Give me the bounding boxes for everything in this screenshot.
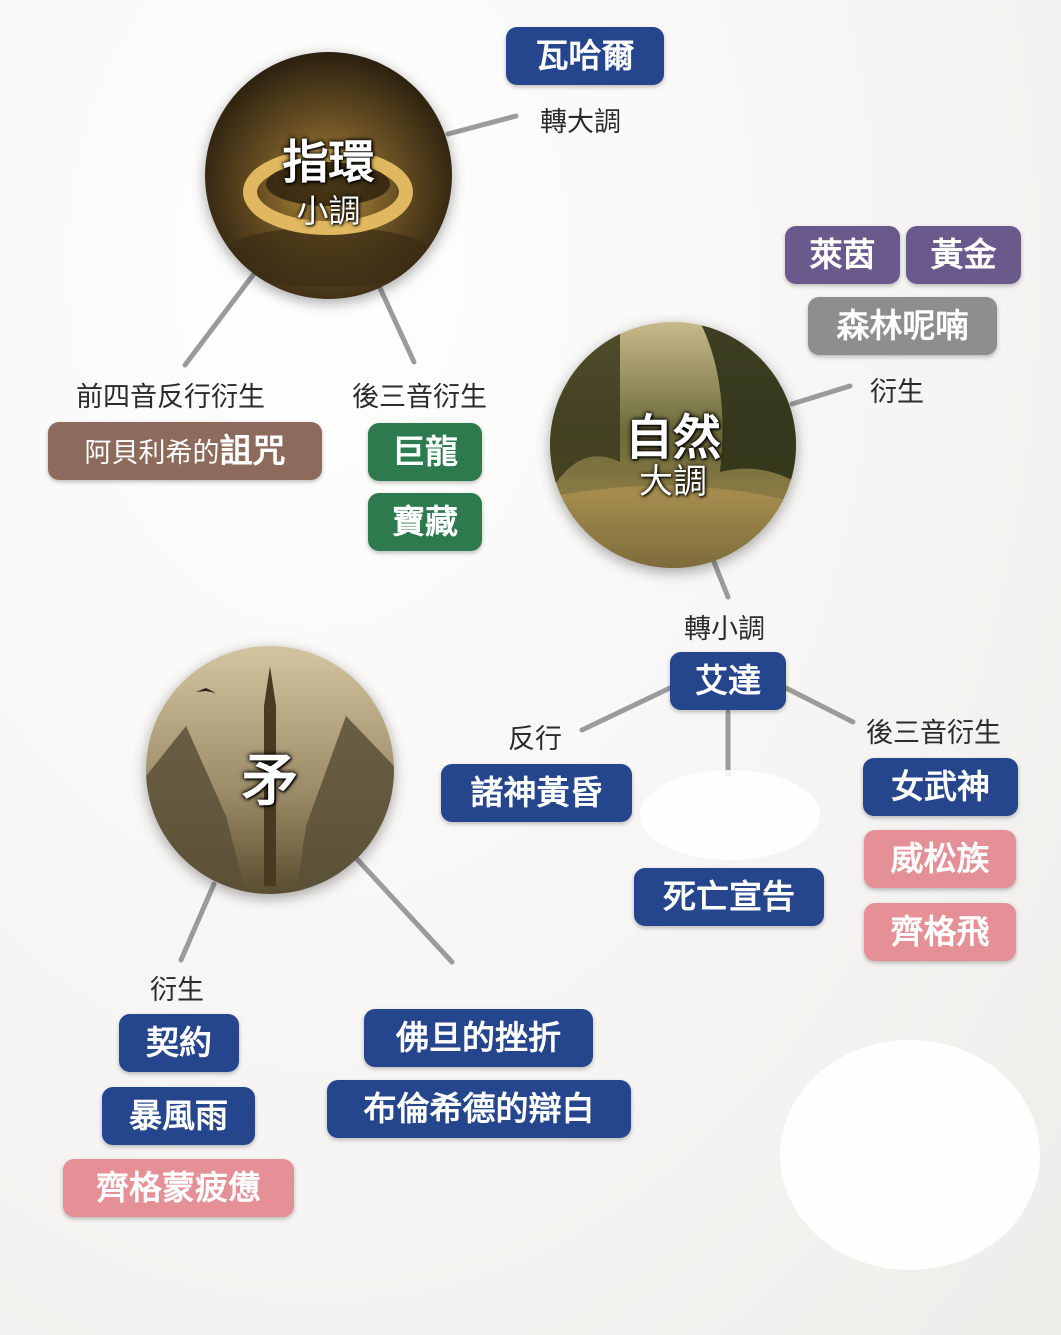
motif-brunnhilde-plea[interactable]: 布倫希德的辯白	[327, 1080, 631, 1138]
motif-walsung[interactable]: 威松族	[864, 830, 1016, 888]
background-smudge	[780, 1040, 1040, 1270]
motif-siegfried[interactable]: 齊格飛	[864, 903, 1016, 961]
label-erda-inversion: 反行	[508, 724, 562, 755]
motif-valkyrie[interactable]: 女武神	[863, 758, 1018, 816]
label-erda-last3: 後三音衍生	[866, 718, 1001, 749]
line-ring-major	[445, 113, 519, 137]
motif-gold[interactable]: 黃金	[906, 226, 1021, 284]
label-nature-minor: 轉小調	[684, 614, 765, 645]
label-spear-derived: 衍生	[150, 975, 204, 1006]
label-ring-last3: 後三音衍生	[352, 382, 487, 413]
label-ring-major: 轉大調	[540, 107, 621, 138]
nature-node[interactable]: 自然 大調	[550, 322, 796, 568]
motif-contract[interactable]: 契約	[119, 1014, 239, 1072]
nature-image	[550, 322, 796, 568]
motif-rhine[interactable]: 萊茵	[785, 226, 900, 284]
line-nature-derived	[789, 383, 853, 407]
nature-mode: 大調	[639, 462, 707, 502]
spear-node[interactable]: 矛	[146, 646, 394, 894]
motif-dragon[interactable]: 巨龍	[368, 423, 482, 481]
motif-treasure[interactable]: 寶藏	[368, 493, 482, 551]
background-smudge	[640, 770, 820, 860]
motif-siegmund-weary[interactable]: 齊格蒙疲憊	[63, 1159, 294, 1217]
spear-title: 矛	[242, 748, 298, 814]
curse-main: 詛咒	[219, 431, 286, 470]
label-nature-derived: 衍生	[870, 377, 924, 408]
motif-valhalla[interactable]: 瓦哈爾	[506, 27, 664, 85]
motif-twilight[interactable]: 諸神黃昏	[441, 764, 632, 822]
ring-node[interactable]: 指環 小調	[205, 52, 452, 299]
ring-title: 指環	[282, 135, 375, 189]
ring-mode: 小調	[296, 192, 361, 230]
motif-forest-murmurs[interactable]: 森林呢喃	[808, 297, 997, 355]
motif-storm[interactable]: 暴風雨	[102, 1087, 255, 1145]
motif-erda[interactable]: 艾達	[670, 652, 786, 710]
spear-image	[146, 646, 394, 894]
motif-wotan-frustration[interactable]: 佛旦的挫折	[364, 1009, 593, 1067]
line-erda-last3	[783, 685, 856, 725]
motif-death[interactable]: 死亡宣告	[634, 868, 824, 926]
line-spear-derived	[178, 881, 217, 963]
ring-image	[205, 52, 452, 299]
motif-alberich-curse[interactable]: 阿貝利希的詛咒	[48, 422, 322, 480]
line-erda-inversion	[579, 685, 673, 733]
label-ring-inversion: 前四音反行衍生	[76, 382, 265, 413]
nature-title: 自然	[624, 410, 721, 466]
line-ring-last3	[377, 285, 417, 365]
curse-prefix: 阿貝利希的	[84, 438, 220, 469]
